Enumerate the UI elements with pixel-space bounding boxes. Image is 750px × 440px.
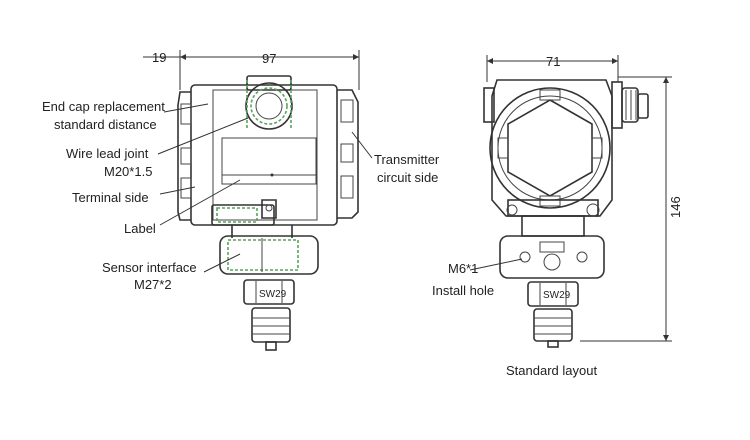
terminal-side-label: Terminal side	[72, 190, 149, 205]
right-neck	[506, 199, 600, 237]
right-housing	[483, 79, 649, 217]
left-hex-marking: SW29	[259, 289, 287, 300]
end-cap-label-line2: standard distance	[54, 117, 157, 132]
wire-lead-label-line1: Wire lead joint	[66, 146, 149, 161]
m6-leader	[469, 258, 523, 271]
label-label: Label	[124, 221, 156, 236]
dimension-top-right: 71	[486, 54, 619, 82]
m6-label-line2: Install hole	[432, 283, 494, 298]
cable-gland-top	[245, 75, 293, 130]
right-hex-marking: SW29	[543, 290, 571, 301]
left-sensor: SW29	[219, 235, 319, 351]
left-housing	[177, 75, 359, 226]
dim-19-label: 19	[152, 50, 166, 65]
standard-layout-caption: Standard layout	[506, 363, 597, 378]
dim-71-label: 71	[546, 54, 560, 69]
left-leaders	[157, 103, 373, 273]
dimension-top-left: 19 97	[143, 50, 360, 90]
right-sensor: SW29	[499, 235, 605, 348]
sensor-interface-label-line1: Sensor interface	[102, 260, 197, 275]
dim-97-label: 97	[262, 51, 276, 66]
dim-146-label: 146	[668, 196, 683, 218]
wire-lead-label-line2: M20*1.5	[104, 164, 152, 179]
left-view: 19 97	[42, 50, 440, 351]
transmitter-label-line1: Transmitter	[374, 152, 440, 167]
right-cable-gland	[611, 81, 649, 129]
dimension-height: 146	[580, 76, 683, 342]
m6-label-line1: M6*1	[448, 261, 478, 276]
transmitter-label-line2: circuit side	[377, 170, 438, 185]
end-cap-label-line1: End cap replacement	[42, 99, 165, 114]
right-view: 71 146	[432, 54, 683, 378]
left-neck	[211, 199, 293, 238]
sensor-interface-label-line2: M27*2	[134, 277, 172, 292]
